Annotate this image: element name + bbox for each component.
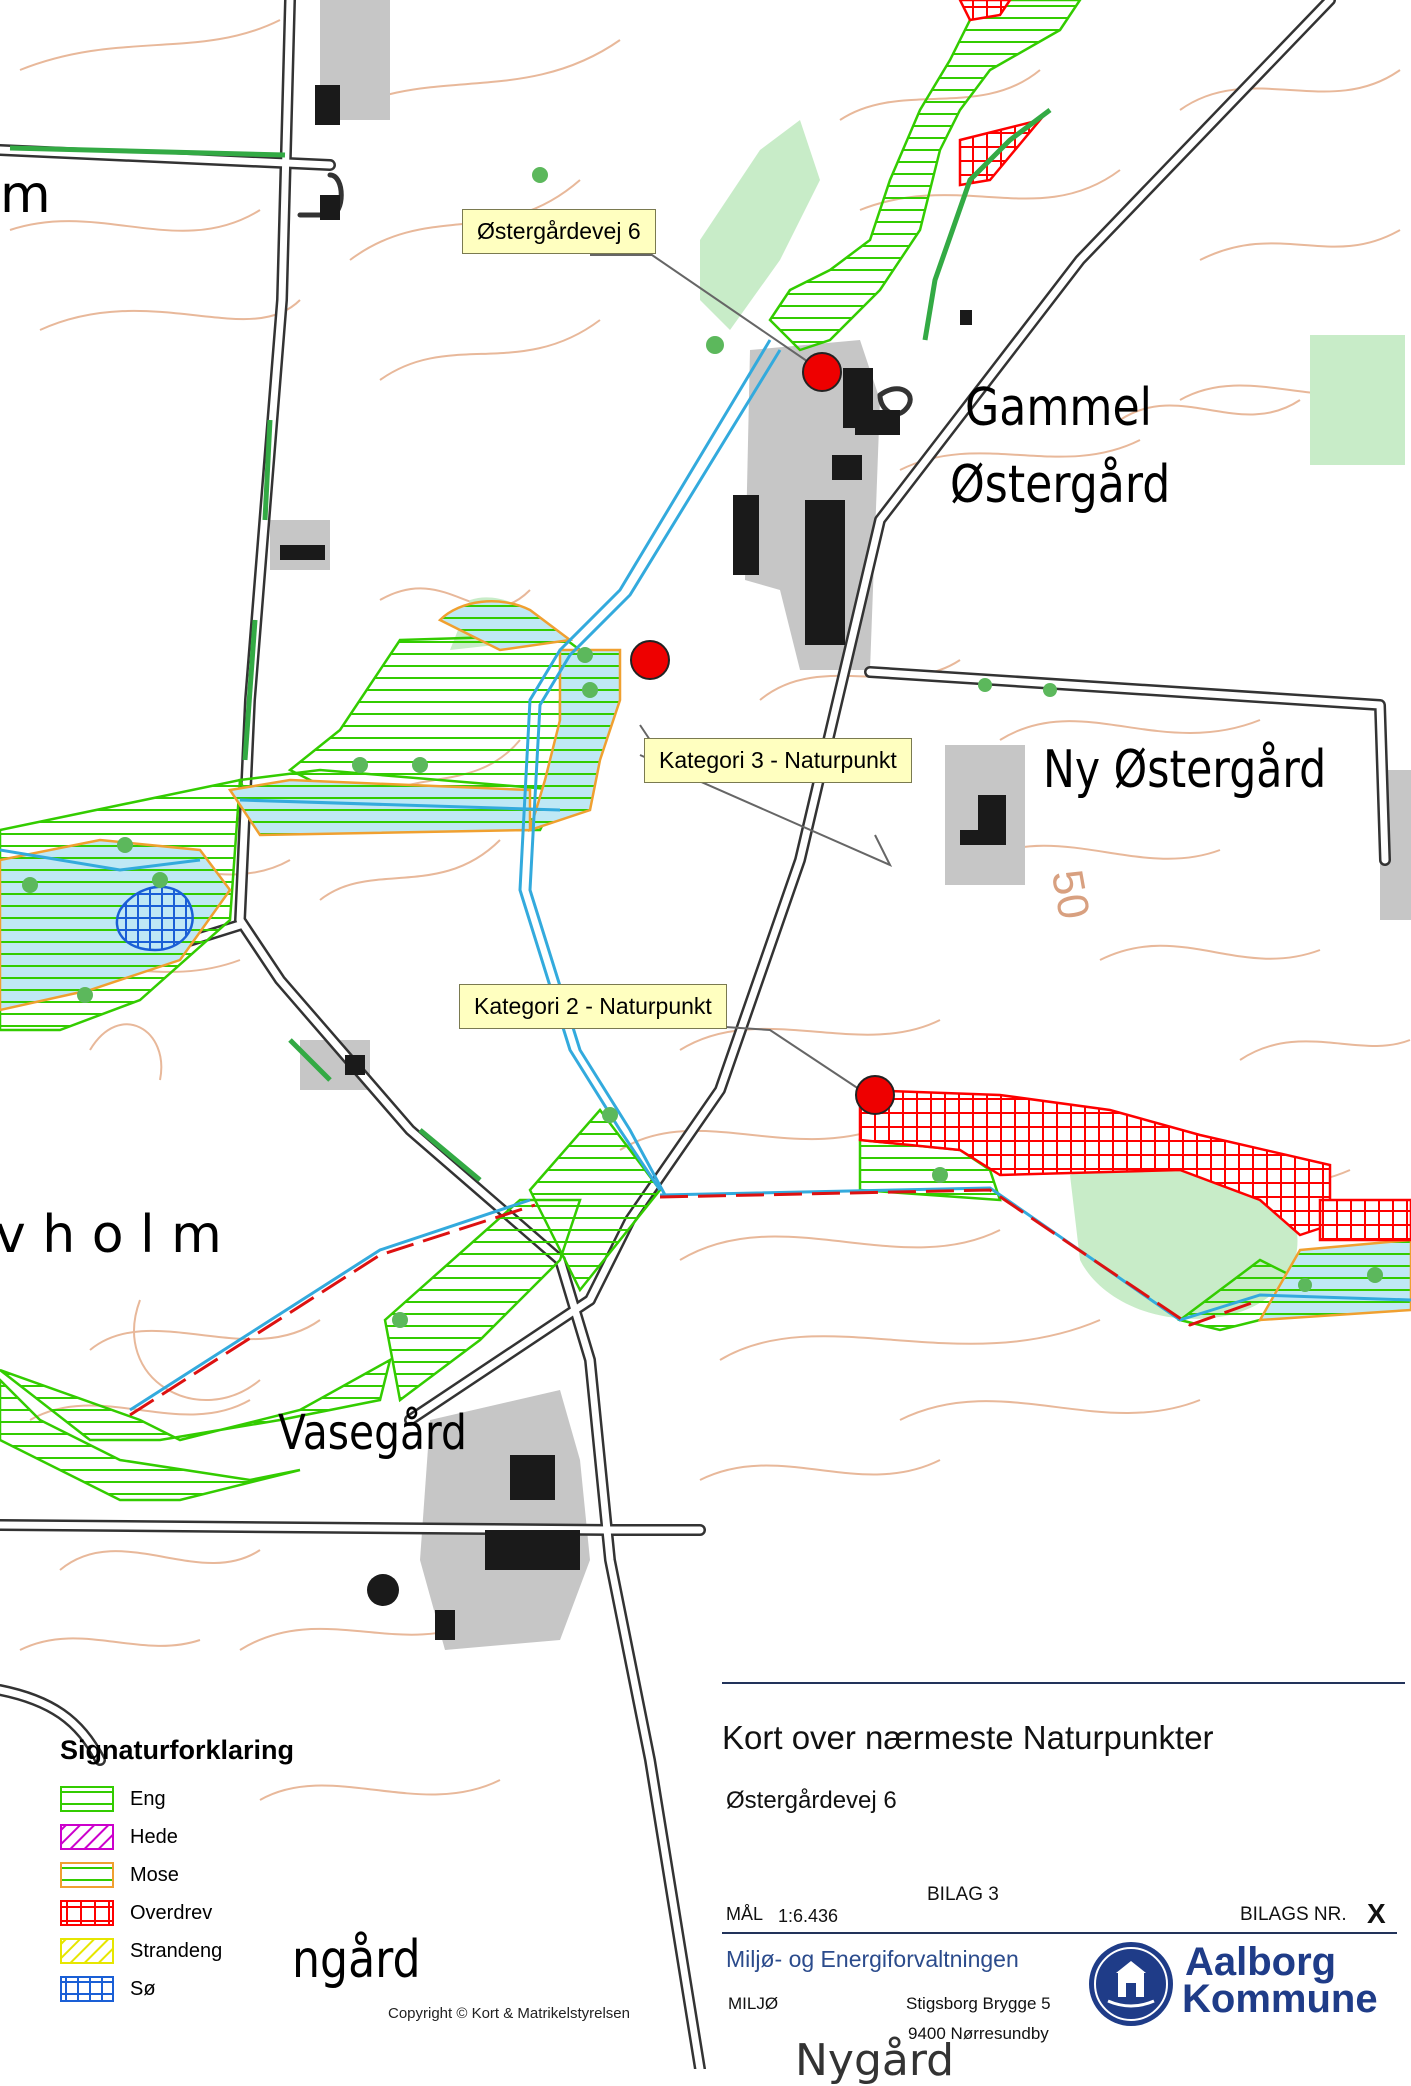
- place-name-ngaard: ngård: [292, 1930, 421, 1990]
- legend-item-eng: Eng: [60, 1780, 294, 1818]
- aalborg-crest-logo: [1089, 1942, 1173, 2026]
- marker-category2[interactable]: [855, 1075, 895, 1115]
- soe-areas: [115, 885, 194, 952]
- place-name-vholm: v h o l m: [0, 1205, 222, 1265]
- bilags-nr-value: X: [1367, 1898, 1386, 1929]
- callout-category2: Kategori 2 - Naturpunkt: [459, 984, 727, 1029]
- title-block: Kort over nærmeste Naturpunkter Østergår…: [722, 1682, 1405, 2071]
- legend-swatch-eng: [60, 1786, 114, 1812]
- place-name-partial-m: m: [0, 165, 51, 225]
- marker-category3[interactable]: [630, 640, 670, 680]
- scale-label: MÅL: [726, 1904, 764, 1924]
- map-title: Kort over nærmeste Naturpunkter: [722, 1719, 1214, 1756]
- naturpunkt-markers: [630, 352, 895, 1115]
- legend-item-hede: Hede: [60, 1818, 294, 1856]
- address-line1: Stigsborg Brygge 5: [906, 1994, 1051, 2013]
- legend-label-hede: Hede: [130, 1825, 178, 1848]
- legend-swatch-overdrev: [60, 1900, 114, 1926]
- place-name-vasegaard: Vasegård: [278, 1405, 467, 1461]
- place-name-ostergaard: Østergård: [950, 455, 1171, 515]
- legend-item-overdrev: Overdrev: [60, 1894, 294, 1932]
- map-subtitle: Østergårdevej 6: [726, 1787, 897, 1814]
- address-line2: 9400 Nørresundby: [908, 2024, 1049, 2043]
- bilag-label: BILAG 3: [927, 1884, 999, 1905]
- legend-swatch-strandeng: [60, 1938, 114, 1964]
- scale-value: 1:6.436: [778, 1906, 839, 1926]
- department-name: Miljø- og Energiforvaltningen: [726, 1946, 1019, 1972]
- legend-item-soe: Sø: [60, 1970, 294, 2008]
- legend-label-soe: Sø: [130, 1977, 156, 2000]
- eng-areas: [0, 0, 1303, 1502]
- marker-address[interactable]: [802, 352, 842, 392]
- place-name-nygaard: Nygård: [795, 2035, 955, 2086]
- legend-label-overdrev: Overdrev: [130, 1901, 213, 1924]
- place-name-gammel: Gammel: [965, 378, 1152, 438]
- bilags-nr-label: BILAGS NR.: [1240, 1904, 1347, 1925]
- logo-text-kommune: Kommune: [1182, 1977, 1378, 2021]
- legend-item-mose: Mose: [60, 1856, 294, 1894]
- legend-swatch-soe: [60, 1976, 114, 2002]
- logo-text-aalborg: Aalborg: [1185, 1940, 1337, 1984]
- roads: [0, 0, 1391, 2069]
- unit-name: MILJØ: [728, 1994, 779, 2013]
- callout-address: Østergårdevej 6: [462, 209, 656, 254]
- copyright-notice: Copyright © Kort & Matrikelstyrelsen: [385, 2005, 633, 2022]
- mose-areas: [0, 600, 1411, 1322]
- legend-title: Signaturforklaring: [60, 1735, 295, 1765]
- buildings: [280, 85, 1006, 1640]
- title-divider: [722, 1932, 1397, 1934]
- callout-category3: Kategori 3 - Naturpunkt: [644, 738, 912, 783]
- legend-label-strandeng: Strandeng: [130, 1939, 223, 1962]
- legend-item-strandeng: Strandeng: [60, 1932, 294, 1970]
- place-name-ny-ostergaard: Ny Østergård: [1043, 740, 1327, 800]
- tree-dots: [22, 167, 1383, 1328]
- contour-label: 50: [1042, 866, 1099, 923]
- hedgerows: [9, 108, 1052, 1182]
- red-watercourse: [129, 1188, 1261, 1417]
- legend-swatch-hede: [60, 1824, 114, 1850]
- legend-swatch-mose: [60, 1862, 114, 1888]
- legend-label-eng: Eng: [130, 1787, 166, 1810]
- legend: Signaturforklaring Eng Hede Mose Overdre…: [60, 1735, 294, 2008]
- legend-label-mose: Mose: [130, 1863, 179, 1886]
